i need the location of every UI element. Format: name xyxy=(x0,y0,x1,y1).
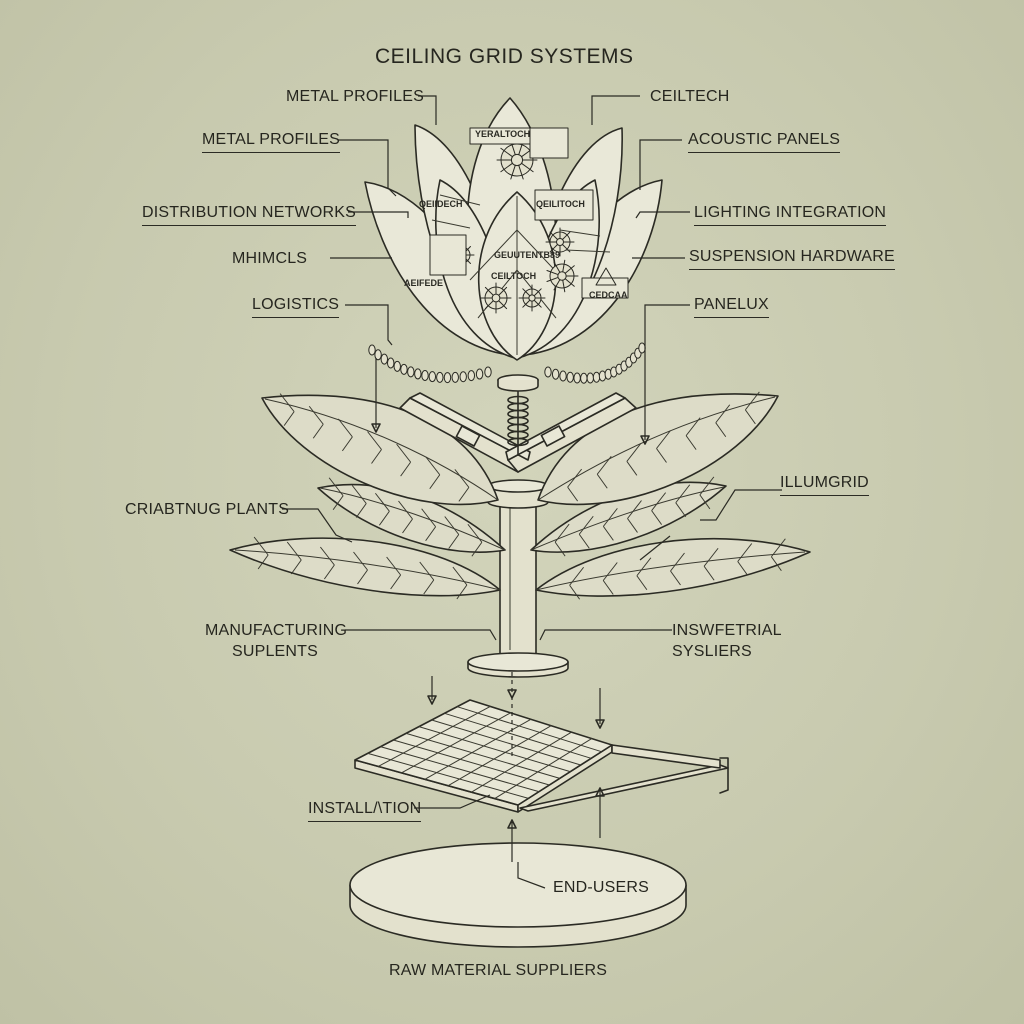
diagram-title: CEILING GRID SYSTEMS xyxy=(375,45,634,68)
label-criabtnug-plants: CRIABTNUG PLANTS xyxy=(125,501,290,518)
label-distribution-networks: DISTRIBUTION NETWORKS xyxy=(142,204,356,226)
label-inswfetrial: INSWFETRIAL SYSLIERS xyxy=(672,622,782,661)
label-end-users: END-USERS xyxy=(553,879,650,896)
label-acoustic-panels: ACOUSTIC PANELS xyxy=(688,131,841,153)
petal-mark-4: GEUUTENTB89 xyxy=(494,250,561,260)
petal-mark-3: QEILITOCH xyxy=(536,199,585,209)
leaves xyxy=(229,391,811,600)
petal-mark-5: CEILTOCH xyxy=(491,271,537,281)
suspension-chains xyxy=(368,342,646,384)
leader-lines xyxy=(282,95,782,889)
flower-head xyxy=(364,97,663,361)
label-manufacturing: MANUFACTURING SUPLENTS xyxy=(205,622,348,661)
label-illumgrid: ILLUMGRID xyxy=(780,474,869,496)
label-logistics: LOGISTICS xyxy=(252,296,340,318)
ceiling-grid-tile xyxy=(354,699,729,813)
petal-mark-7: CEDCAA xyxy=(589,290,628,300)
suspension-bracket xyxy=(399,374,637,473)
label-ceiltech: CEILTECH xyxy=(650,88,730,105)
label-inswfetrial-line1: INSWFETRIAL xyxy=(672,622,782,639)
label-inswfetrial-line2: SYSLIERS xyxy=(672,643,752,660)
petal-mark-1: YERALTOCH xyxy=(475,129,531,139)
plant-stem xyxy=(467,479,569,678)
label-installation: INSTALL/\TION xyxy=(308,800,422,822)
label-manufacturing-line2: SUPLENTS xyxy=(231,643,319,660)
raw-material-base-disc xyxy=(349,842,687,948)
label-manufacturing-line1: MANUFACTURING xyxy=(205,622,348,639)
label-raw-material-suppliers: RAW MATERIAL SUPPLIERS xyxy=(389,962,608,979)
label-metal-profiles: METAL PROFILES xyxy=(202,131,340,153)
petal-mark-2: QEIIDECH xyxy=(419,199,463,209)
label-mhimcls: MHIMCLS xyxy=(232,250,308,267)
label-panelux: PANELUX xyxy=(694,296,769,318)
label-metal-profiles-top: METAL PROFILES xyxy=(286,88,424,105)
label-suspension-hardware: SUSPENSION HARDWARE xyxy=(689,248,895,270)
petal-mark-6: AEIFEDE xyxy=(404,278,444,288)
label-lighting-integration: LIGHTING INTEGRATION xyxy=(694,204,887,226)
